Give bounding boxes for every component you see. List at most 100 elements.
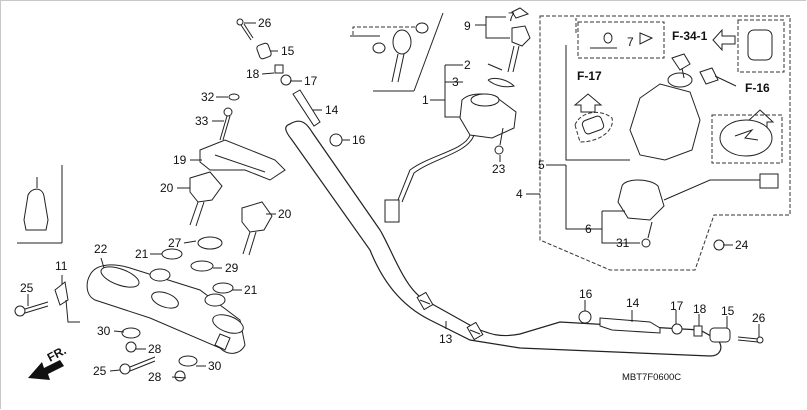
cross-references: F-34-1 F-17 F-16 <box>577 29 770 95</box>
callout-1: 1 <box>422 93 429 107</box>
clip-2[interactable] <box>487 63 503 71</box>
bolt-33[interactable] <box>219 107 233 141</box>
callout-20-left: 20 <box>160 181 174 195</box>
lower-holder-left[interactable] <box>189 171 223 227</box>
callout-27: 27 <box>168 236 182 250</box>
lower-holder-right[interactable] <box>241 201 273 256</box>
weight-15-upper[interactable] <box>256 42 272 60</box>
screw-31[interactable] <box>641 221 653 248</box>
callout-4: 4 <box>516 187 523 201</box>
nut-16-lower[interactable] <box>578 310 592 324</box>
callout-14-lower: 14 <box>626 296 640 310</box>
seat-lock-cover-f16[interactable] <box>719 119 773 157</box>
screw-24[interactable] <box>713 239 725 251</box>
callout-18-upper: 18 <box>246 67 260 81</box>
rubber-14-upper[interactable] <box>292 89 321 127</box>
callout-22: 22 <box>94 242 108 256</box>
callout-17-upper: 17 <box>304 74 318 88</box>
weight-15-lower[interactable] <box>709 327 731 343</box>
callout-21-left: 21 <box>135 247 149 261</box>
washer-21-left[interactable] <box>161 248 183 260</box>
drawing-code: MBT7F0600C <box>622 372 681 383</box>
ignition-assembly-box <box>539 15 791 271</box>
arrow-left-icon <box>712 28 736 52</box>
callout-24: 24 <box>735 238 749 252</box>
leader-lines <box>27 16 760 379</box>
callout-25-lower: 25 <box>93 364 107 378</box>
grip-tape-band-1 <box>416 291 434 311</box>
callout-15-upper: 15 <box>281 44 295 58</box>
callout-18-lower: 18 <box>693 302 707 316</box>
ref-f16[interactable]: F-16 <box>745 81 770 95</box>
bolt-25-left[interactable] <box>14 301 49 317</box>
front-direction-arrow: FR. <box>28 343 68 380</box>
callout-5: 5 <box>538 158 545 172</box>
bolt-26-lower[interactable] <box>737 336 764 344</box>
callout-25-left: 25 <box>20 281 34 295</box>
callout-33: 33 <box>195 114 209 128</box>
bracket-11[interactable] <box>54 281 80 323</box>
collar-18-lower[interactable] <box>693 325 703 337</box>
callout-11: 11 <box>55 259 68 273</box>
ignition-switch-1[interactable] <box>384 93 517 223</box>
callout-7-upper: 7 <box>508 10 515 24</box>
callout-20-right: 20 <box>278 207 292 221</box>
callout-28-right: 28 <box>148 370 162 384</box>
top-bridge[interactable] <box>86 263 246 354</box>
key-blank[interactable] <box>391 29 412 83</box>
bolt-25-lower[interactable] <box>119 356 156 375</box>
key-9[interactable] <box>507 25 531 73</box>
callout-13: 13 <box>439 332 453 346</box>
callout-9: 9 <box>464 19 471 33</box>
ref-f34-1[interactable]: F-34-1 <box>672 29 708 43</box>
nut-28-left[interactable] <box>125 341 137 353</box>
nut-17-upper[interactable] <box>280 74 292 86</box>
callout-2: 2 <box>464 58 471 72</box>
lock-cylinder-f34[interactable] <box>747 29 773 61</box>
callout-23: 23 <box>492 162 506 176</box>
callout-28-left: 28 <box>148 342 162 356</box>
callout-21-right: 21 <box>244 283 258 297</box>
nut-16-upper[interactable] <box>329 133 343 147</box>
ring-3[interactable] <box>487 77 515 88</box>
callout-32: 32 <box>201 90 215 104</box>
washer-30-left[interactable] <box>121 327 141 339</box>
nut-17-lower[interactable] <box>671 323 683 335</box>
callout-15-lower: 15 <box>721 304 735 318</box>
callout-31: 31 <box>616 236 630 250</box>
rubber-14-lower[interactable] <box>599 317 661 334</box>
callout-7-inset: 7 <box>627 35 634 49</box>
collar-18-upper[interactable] <box>274 64 284 74</box>
callout-6: 6 <box>585 222 592 236</box>
callout-29: 29 <box>225 261 239 275</box>
switch-6[interactable] <box>617 173 779 221</box>
cap-27[interactable] <box>197 236 223 250</box>
washer-29[interactable] <box>190 260 214 272</box>
key-tag-7-upper[interactable] <box>511 7 530 19</box>
lock-cylinder-f17[interactable] <box>581 115 605 135</box>
callout-16-lower: 16 <box>579 287 593 301</box>
callout-26-upper: 26 <box>258 16 272 30</box>
callout-labels: 26 15 18 17 14 16 32 33 19 20 20 21 27 2… <box>20 10 766 384</box>
callout-26-lower: 26 <box>752 311 766 325</box>
bolt-26-upper[interactable] <box>236 18 254 41</box>
upper-holder[interactable] <box>199 139 286 181</box>
nut-28-right[interactable] <box>174 370 186 382</box>
ignition-switch-5[interactable] <box>629 53 737 161</box>
screw-23[interactable] <box>494 127 504 155</box>
callout-30-left: 30 <box>97 324 111 338</box>
key-inset <box>350 12 444 92</box>
nut-32[interactable] <box>228 93 240 101</box>
callout-19: 19 <box>173 153 187 167</box>
arrow-up-icon <box>573 93 603 113</box>
callout-14-upper: 14 <box>325 103 339 117</box>
callout-17-lower: 17 <box>670 299 684 313</box>
washer-30-right[interactable] <box>178 355 198 367</box>
ref-f17[interactable]: F-17 <box>577 69 602 83</box>
callout-30-right: 30 <box>208 359 222 373</box>
grip-tape-band-2 <box>466 321 484 341</box>
washer-21-right[interactable] <box>212 282 234 294</box>
handlebar-pipe[interactable] <box>285 120 722 357</box>
inset-left <box>17 165 63 244</box>
